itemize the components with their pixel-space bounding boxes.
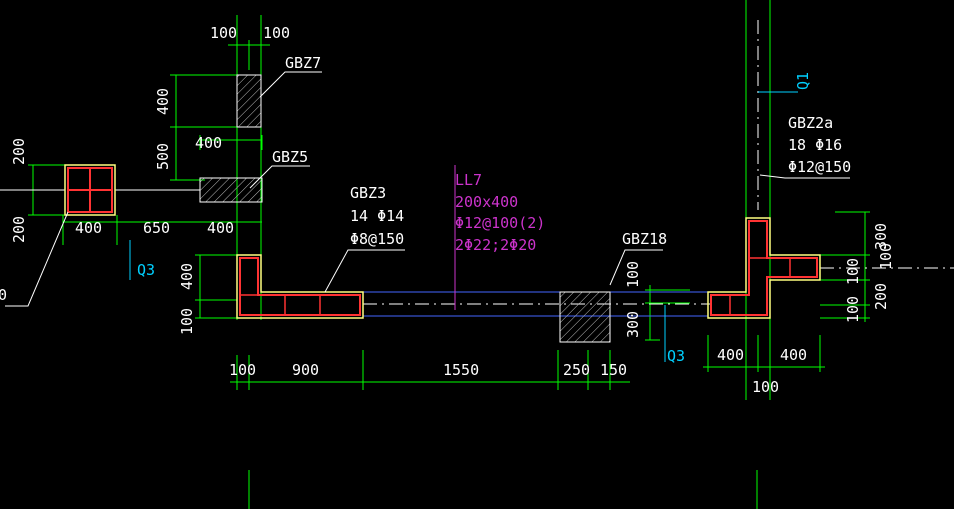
bottom-dim-chain [230,211,870,390]
dim-bottom-1550: 1550 [443,361,479,379]
dim-bottom-250: 250 [563,361,590,379]
dim-left-col-top: 200 [10,138,28,165]
dim-gbz5-height: 500 [154,143,172,170]
centerline-dashes [363,20,954,305]
dim-right-v-300: 300 [872,223,890,250]
axis-label-q1: Q1 [794,72,812,90]
label-gbz3-main: 14 Φ14 [350,207,404,225]
gbz2a-wall [707,217,821,319]
grid-lines [228,0,771,509]
label-left-edge: 0 [0,286,7,304]
dim-top-left-a: 100 [210,24,237,42]
dim-right-100: 100 [752,378,779,396]
dim-left-col-bottom: 200 [10,216,28,243]
dim-right-v-100b: 100 [844,296,862,323]
gbz7-block [236,74,262,128]
dim-gbz5-width: 400 [195,134,222,152]
label-gbz7: GBZ7 [285,54,321,72]
leader-lines [5,71,850,307]
dim-top-left-b: 100 [263,24,290,42]
label-gbz2a-main: 18 Φ16 [788,136,842,154]
dim-gbz18-100: 100 [624,261,642,288]
axis-label-q3-left: Q3 [137,261,155,279]
dim-left-col-width: 400 [75,219,102,237]
left-column [64,164,116,216]
dim-right-400b: 400 [780,346,807,364]
dim-right-400a: 400 [717,346,744,364]
label-gbz3: GBZ3 [350,184,386,202]
gbz18-block [559,291,611,343]
dim-bottom-100: 100 [229,361,256,379]
label-gbz5: GBZ5 [272,148,308,166]
label-gbz2a: GBZ2a [788,114,833,132]
label-ll7-stirrup: Φ12@100(2) [455,214,545,232]
axis-markers [129,91,798,362]
beam-lines [363,291,708,317]
hatched-blocks [199,74,611,343]
dim-gbz3-height: 400 [178,263,196,290]
axis-label-q3-right: Q3 [667,347,685,365]
gbz5-block [199,177,263,203]
dim-gbz5-lower-width: 400 [207,219,234,237]
label-ll7-bars: 2Φ22;2Φ20 [455,236,536,254]
dim-gbz18-300: 300 [624,311,642,338]
label-gbz18: GBZ18 [622,230,667,248]
label-ll7-size: 200x400 [455,193,518,211]
dim-bottom-150: 150 [600,361,627,379]
dim-gbz3-thk: 100 [178,308,196,335]
gbz3-wall [236,254,364,319]
dim-gbz7-height: 400 [154,88,172,115]
dim-right-v-200: 200 [872,283,890,310]
label-ll7-name: LL7 [455,171,482,189]
dim-right-v-100c: 100 [844,258,862,285]
label-gbz2a-stirrup: Φ12@150 [788,158,851,176]
dim-span-650: 650 [143,219,170,237]
dim-bottom-900: 900 [292,361,319,379]
label-gbz3-stirrup: Φ8@150 [350,230,404,248]
dim-right-v-100a: 100 [877,243,895,270]
